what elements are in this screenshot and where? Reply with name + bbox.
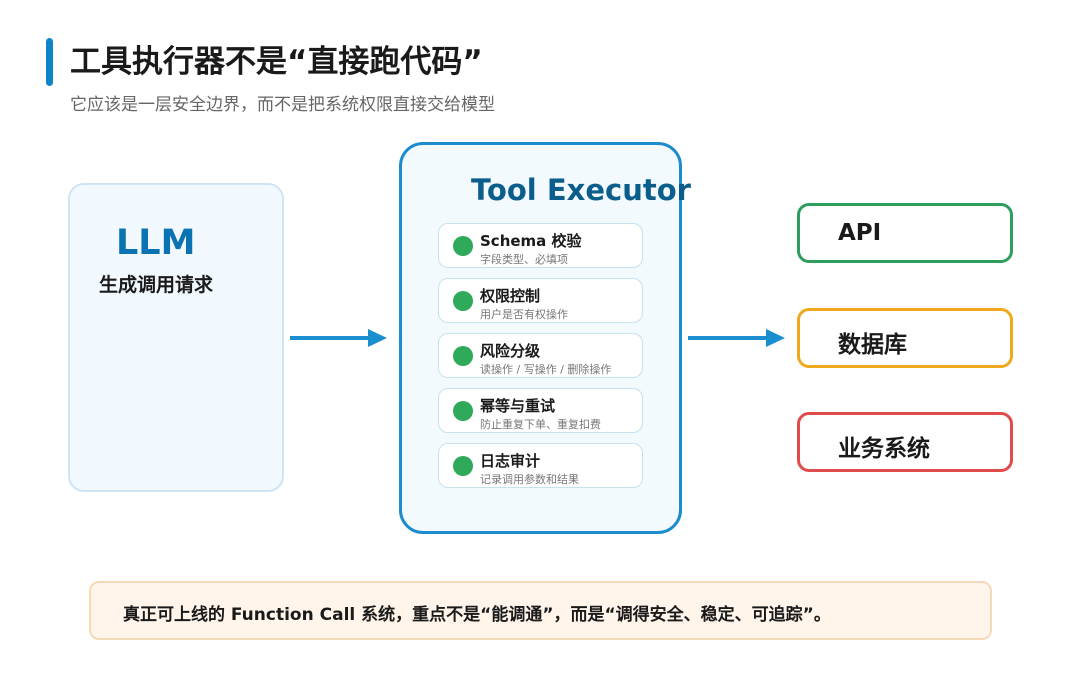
- tool-executor-box: Tool Executor Schema 校验 字段类型、必填项 权限控制 用户…: [399, 142, 691, 534]
- executor-item-label: Schema 校验: [480, 232, 582, 250]
- status-dot-icon: [453, 236, 473, 256]
- arrow-executor-to-targets: [688, 329, 785, 347]
- llm-box: LLM 生成调用请求: [68, 183, 284, 492]
- executor-item-idempotency: 幂等与重试 防止重复下单、重复扣费: [438, 388, 643, 433]
- page-subtitle: 它应该是一层安全边界，而不是把系统权限直接交给模型: [70, 95, 495, 115]
- executor-item-label: 幂等与重试: [480, 397, 556, 415]
- executor-item-risk: 风险分级 读操作 / 写操作 / 删除操作: [438, 333, 643, 378]
- status-dot-icon: [453, 456, 473, 476]
- executor-item-desc: 用户是否有权操作: [480, 308, 568, 321]
- executor-item-label: 日志审计: [480, 452, 541, 470]
- summary-note-text: 真正可上线的 Function Call 系统，重点不是“能调通”，而是“调得安…: [123, 605, 831, 625]
- status-dot-icon: [453, 401, 473, 421]
- status-dot-icon: [453, 291, 473, 311]
- page-title: 工具执行器不是“直接跑代码”: [70, 44, 483, 80]
- executor-item-desc: 记录调用参数和结果: [480, 473, 579, 486]
- target-api: API: [797, 203, 1013, 263]
- status-dot-icon: [453, 346, 473, 366]
- executor-item-label: 权限控制: [480, 287, 541, 305]
- target-business-system: 业务系统: [797, 412, 1013, 472]
- summary-note: 真正可上线的 Function Call 系统，重点不是“能调通”，而是“调得安…: [89, 581, 992, 640]
- arrow-llm-to-executor: [290, 329, 387, 347]
- executor-item-desc: 字段类型、必填项: [480, 253, 568, 266]
- llm-title: LLM: [116, 223, 196, 263]
- executor-item-schema: Schema 校验 字段类型、必填项: [438, 223, 643, 268]
- target-label: API: [838, 220, 882, 246]
- executor-item-audit: 日志审计 记录调用参数和结果: [438, 443, 643, 488]
- target-database: 数据库: [797, 308, 1013, 368]
- target-label: 数据库: [838, 332, 907, 358]
- target-label: 业务系统: [838, 436, 930, 462]
- executor-item-desc: 防止重复下单、重复扣费: [480, 418, 601, 431]
- executor-item-permission: 权限控制 用户是否有权操作: [438, 278, 643, 323]
- title-accent-bar: [46, 38, 53, 86]
- tool-executor-title: Tool Executor: [471, 173, 691, 207]
- executor-item-label: 风险分级: [480, 342, 541, 360]
- executor-item-desc: 读操作 / 写操作 / 删除操作: [480, 363, 612, 376]
- llm-subtitle: 生成调用请求: [99, 274, 214, 296]
